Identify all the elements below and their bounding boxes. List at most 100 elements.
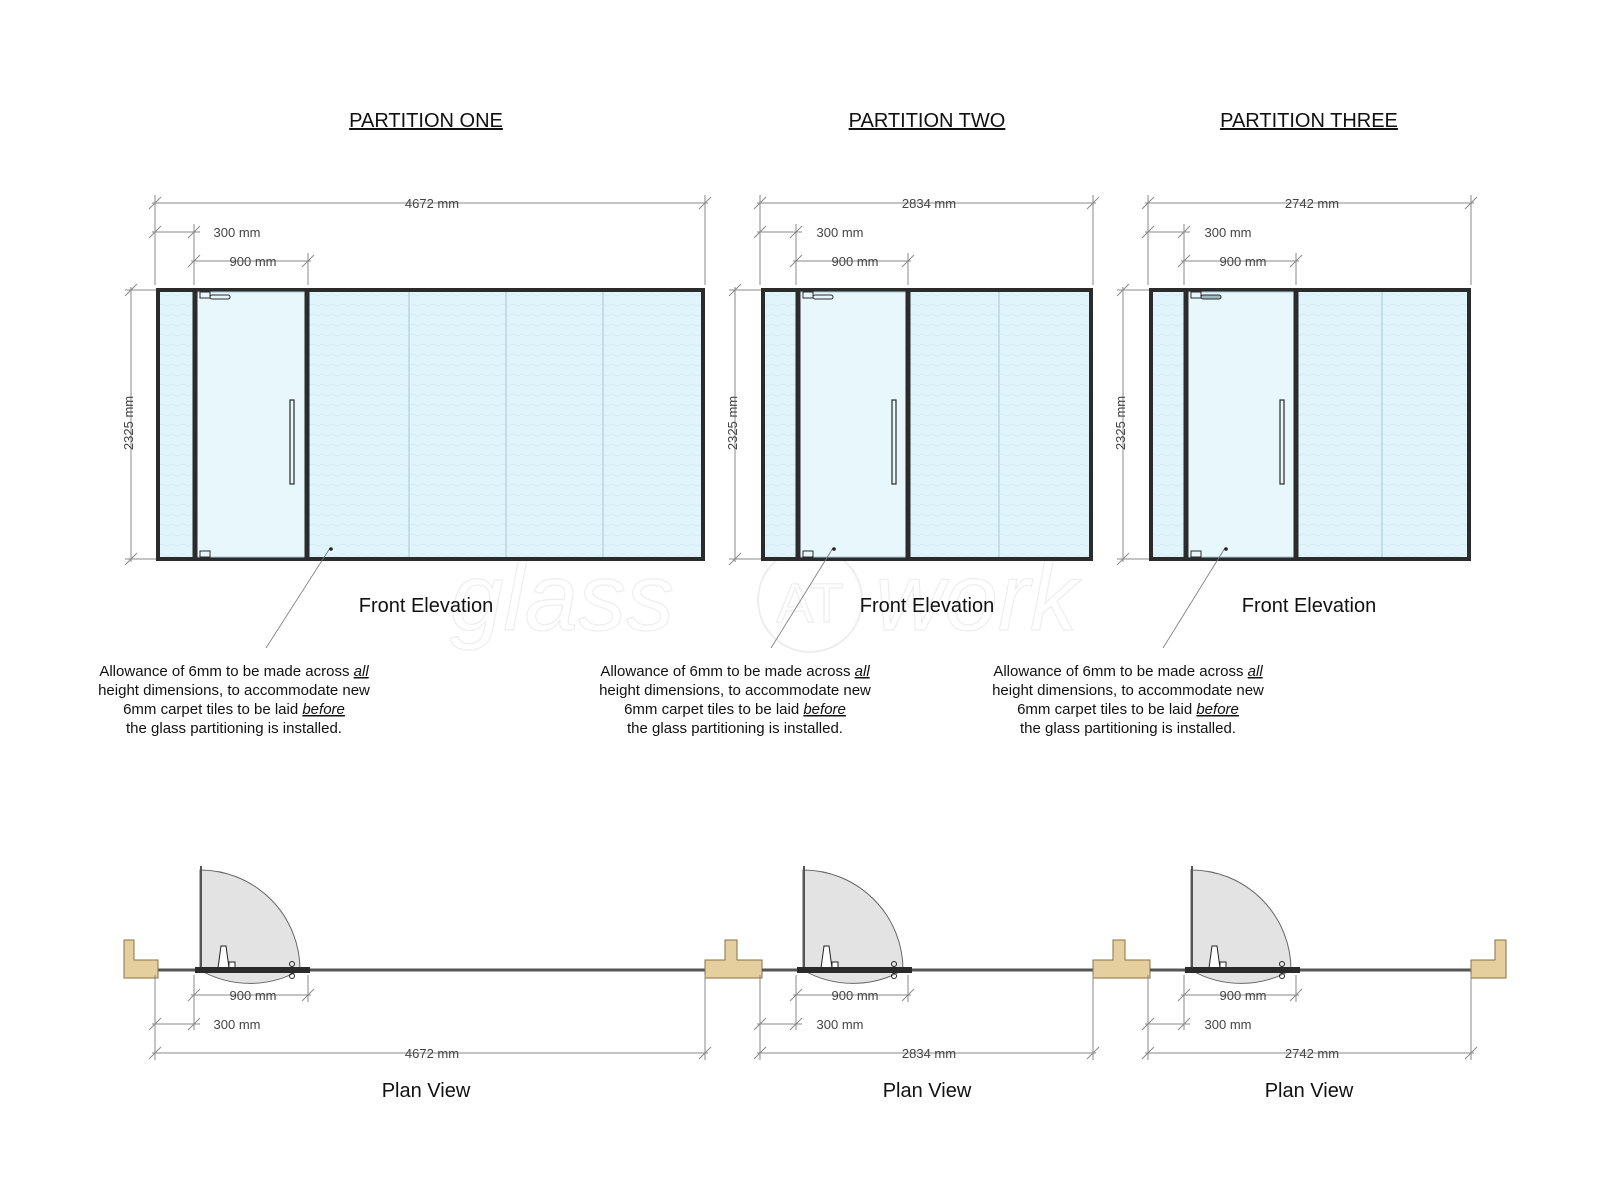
partition-title: PARTITION THREE: [1220, 110, 1398, 132]
note-line-2: height dimensions, to accommodate new: [992, 682, 1264, 699]
plan-caption: Plan View: [1265, 1080, 1354, 1102]
partition-three: PARTITION THREE 2742 mm 300 mm 900 mm 23…: [992, 110, 1507, 1102]
door-handle-icon: [1279, 399, 1285, 485]
note-line-2: height dimensions, to accommodate new: [98, 682, 370, 699]
plan-view: [123, 866, 763, 984]
door-closer-icon: [1200, 294, 1222, 300]
width-dimension-label: 4672 mm: [405, 196, 459, 211]
door-swing-edge: [803, 866, 805, 970]
door-closer-icon: [812, 294, 834, 300]
plan-side-panel-dimension-label: 300 mm: [214, 1017, 261, 1032]
watermark-left: glass: [450, 544, 674, 651]
door-swing-arc: [1190, 869, 1292, 984]
elevation-dimensions: [728, 195, 1100, 566]
elevation-caption: Front Elevation: [860, 595, 995, 617]
door-leaf: [193, 291, 307, 558]
top-patch-fitting-icon: [199, 291, 211, 299]
note-leader-line: [770, 547, 834, 649]
watermark-badge: AT: [776, 571, 843, 634]
note-line-3: 6mm carpet tiles to be laid before: [1017, 701, 1239, 718]
partition-title: PARTITION ONE: [349, 110, 503, 132]
note-leader-dot: [1224, 547, 1228, 551]
top-patch-fitting-icon: [802, 291, 814, 299]
door-leaf: [797, 291, 909, 558]
elevation-caption: Front Elevation: [1242, 595, 1377, 617]
height-dimension-label: 2325 mm: [121, 396, 136, 450]
partition-two: PARTITION TWO 2834 mm 300 mm 900 mm 2325…: [599, 110, 1151, 1102]
note-line-4: the glass partitioning is installed.: [627, 720, 843, 737]
wall-end-right: [1470, 939, 1507, 979]
note-line-3: 6mm carpet tiles to be laid before: [123, 701, 345, 718]
handle-plan-icon: [289, 961, 295, 967]
note-leader-dot: [329, 547, 333, 551]
door-swing-arc: [802, 869, 904, 984]
height-dimension-label: 2325 mm: [725, 396, 740, 450]
plan-side-panel-dimension-label: 300 mm: [817, 1017, 864, 1032]
front-elevation: [761, 288, 1093, 561]
plan-door-dimension-label: 900 mm: [230, 988, 277, 1003]
note-leader-dot: [832, 547, 836, 551]
door-dimension-label: 900 mm: [832, 254, 879, 269]
plan-width-dimension-label: 4672 mm: [405, 1046, 459, 1061]
handle-plan-icon: [891, 973, 897, 979]
plan-caption: Plan View: [883, 1080, 972, 1102]
plan-view: [762, 866, 1151, 984]
handle-plan-icon: [289, 973, 295, 979]
top-patch-fitting-icon: [1190, 291, 1202, 299]
door-dimension-label: 900 mm: [1220, 254, 1267, 269]
door-handle-icon: [891, 399, 897, 485]
door-swing-arc: [199, 869, 301, 984]
plan-dimensions: [753, 975, 1100, 1060]
note-line-2: height dimensions, to accommodate new: [599, 682, 871, 699]
allowance-note: Allowance of 6mm to be made across all h…: [98, 663, 370, 737]
side-panel-dimension-label: 300 mm: [1205, 225, 1252, 240]
plan-dimensions: [148, 975, 712, 1060]
width-dimension-label: 2742 mm: [1285, 196, 1339, 211]
door-closer-icon: [209, 294, 231, 300]
front-elevation: [1149, 288, 1471, 561]
note-line-4: the glass partitioning is installed.: [1020, 720, 1236, 737]
door-swing-edge: [200, 866, 202, 970]
handle-plan-icon: [1279, 973, 1285, 979]
plan-side-panel-dimension-label: 300 mm: [1205, 1017, 1252, 1032]
wall-end-shared: [704, 939, 763, 979]
door-handle-icon: [289, 399, 295, 485]
plan-width-dimension-label: 2742 mm: [1285, 1046, 1339, 1061]
door-dimension-label: 900 mm: [230, 254, 277, 269]
front-elevation: [156, 288, 705, 561]
handle-plan-icon: [1279, 961, 1285, 967]
elevation-dimensions: [124, 195, 712, 566]
allowance-note: Allowance of 6mm to be made across all h…: [599, 663, 871, 737]
bottom-patch-fitting-icon: [802, 550, 814, 558]
plan-width-dimension-label: 2834 mm: [902, 1046, 956, 1061]
side-panel-dimension-label: 300 mm: [214, 225, 261, 240]
door-leaf: [1185, 291, 1297, 558]
plan-dimensions: [1141, 975, 1478, 1060]
wall-end-shared: [1092, 939, 1151, 979]
handle-plan-icon: [891, 961, 897, 967]
elevation-caption: Front Elevation: [359, 595, 494, 617]
side-panel-dimension-label: 300 mm: [817, 225, 864, 240]
watermark-right: work: [875, 544, 1083, 651]
allowance-note: Allowance of 6mm to be made across all h…: [992, 663, 1264, 737]
partition-title: PARTITION TWO: [849, 110, 1006, 132]
wall-end-left: [123, 939, 159, 979]
partition-one: PARTITION ONE 4672 mm 300 mm 900 mm 2325…: [98, 110, 763, 1102]
note-leader-line: [265, 547, 331, 649]
note-line-4: the glass partitioning is installed.: [126, 720, 342, 737]
note-line-1: Allowance of 6mm to be made across all: [99, 663, 369, 680]
height-dimension-label: 2325 mm: [1113, 396, 1128, 450]
note-leader-line: [1162, 547, 1226, 649]
bottom-patch-fitting-icon: [199, 550, 211, 558]
door-swing-edge: [1191, 866, 1193, 970]
note-line-1: Allowance of 6mm to be made across all: [993, 663, 1263, 680]
note-line-3: 6mm carpet tiles to be laid before: [624, 701, 846, 718]
elevation-dimensions: [1116, 195, 1478, 566]
plan-door-dimension-label: 900 mm: [832, 988, 879, 1003]
note-line-1: Allowance of 6mm to be made across all: [600, 663, 870, 680]
plan-caption: Plan View: [382, 1080, 471, 1102]
watermark: glass AT work: [449, 543, 1083, 653]
bottom-patch-fitting-icon: [1190, 550, 1202, 558]
plan-view: [1150, 866, 1507, 984]
